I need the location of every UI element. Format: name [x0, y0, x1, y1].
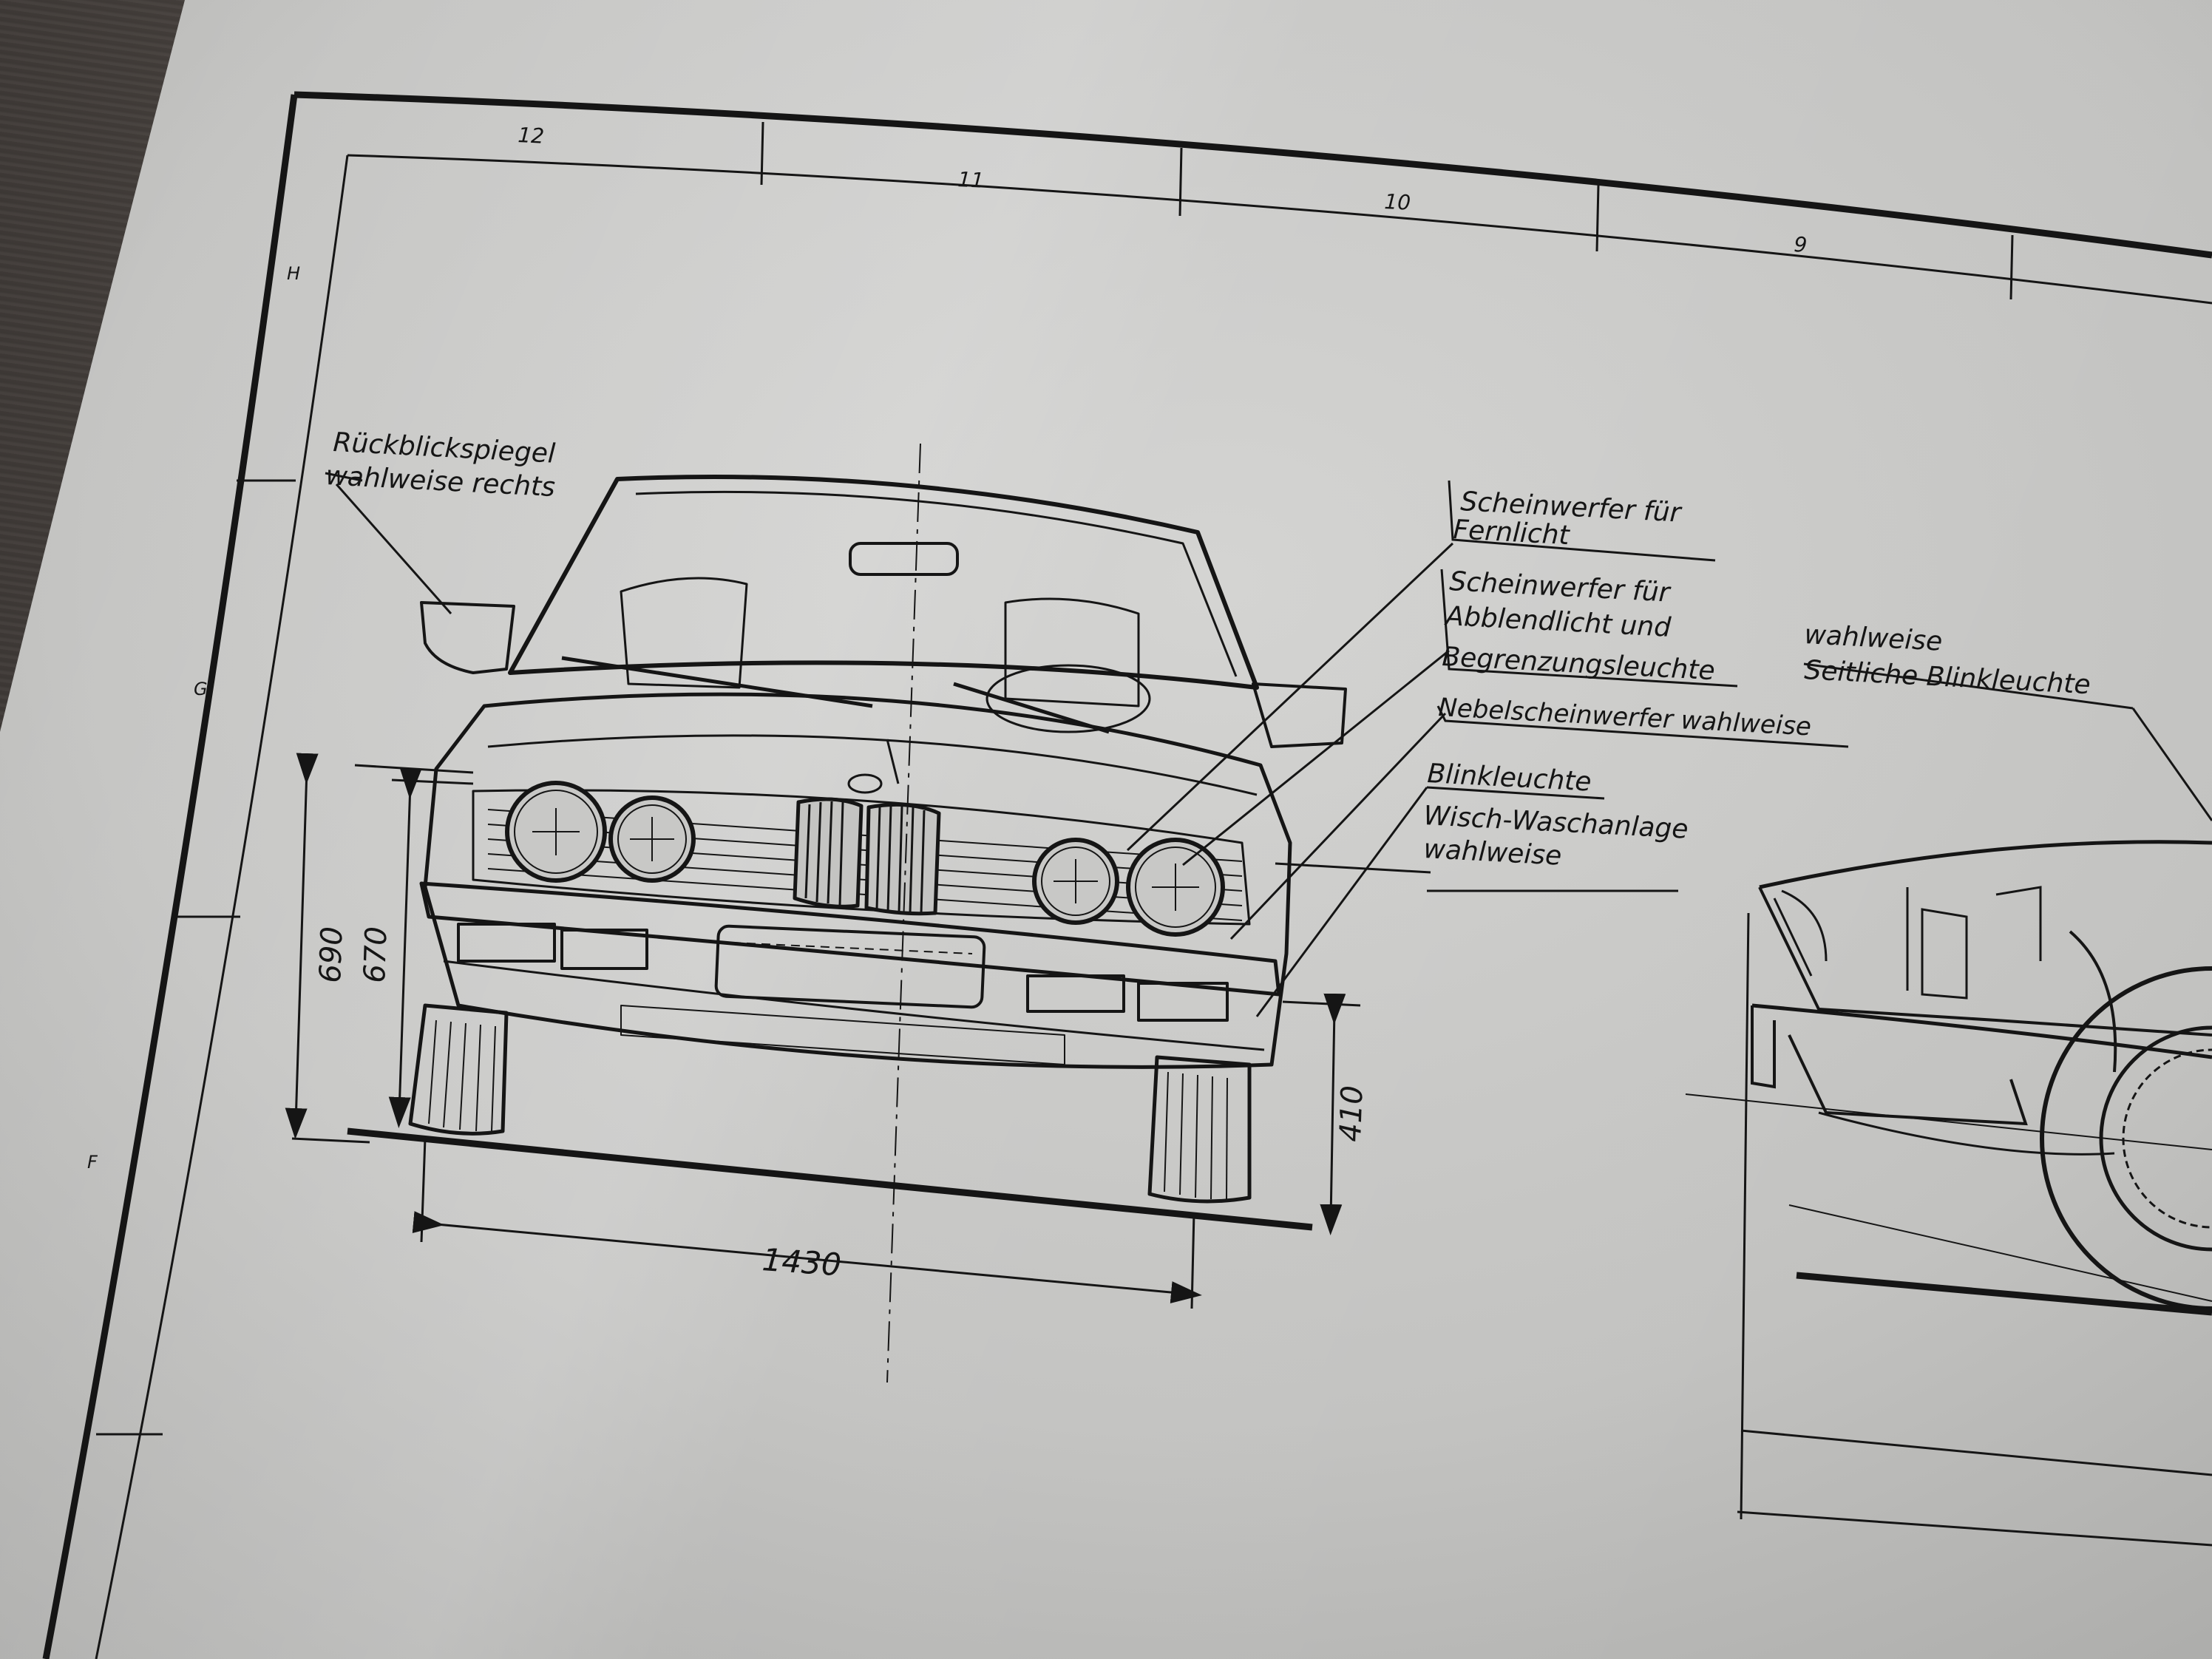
ground-line-side	[1796, 1272, 2212, 1316]
dimension-lines	[285, 753, 1361, 1309]
zone-number-9: 9	[1794, 232, 1808, 257]
kidney-grille-right	[864, 802, 941, 916]
interior-mirror	[849, 542, 959, 576]
outer-frame-left	[42, 94, 298, 1659]
zone-number-11: 11	[957, 167, 985, 193]
zone-ticks-top	[760, 121, 2014, 300]
outer-frame	[294, 91, 2212, 259]
emblem	[847, 773, 883, 794]
zone-ticks-left	[96, 479, 296, 1436]
label-wiper-line2: wahlweise	[1423, 834, 1563, 872]
dimension-width: 1430	[761, 1241, 842, 1283]
fog-lamp-left	[457, 923, 556, 963]
car-partial-view	[1685, 840, 2212, 1547]
dimension-bumper-height: 410	[1334, 1085, 1370, 1142]
car-front-view	[347, 443, 1347, 1383]
label-side-line1: wahlweise	[1804, 620, 1944, 657]
dimension-height-outer: 690	[313, 926, 350, 983]
left-side-mirror	[420, 601, 515, 674]
zone-letter-h: H	[287, 263, 300, 284]
tire-right	[1147, 1055, 1252, 1204]
zone-number-12: 12	[518, 123, 545, 149]
dimension-height-inner: 670	[358, 926, 394, 983]
leader-lines	[325, 472, 2212, 1017]
license-plate	[714, 924, 986, 1009]
label-highbeam-line2: Fernlicht	[1453, 515, 1572, 551]
zone-number-10: 10	[1384, 189, 1411, 215]
front-bumper	[419, 881, 1281, 997]
wheel-side-view	[2040, 966, 2212, 1311]
inner-frame-top	[347, 154, 2212, 305]
zone-letter-g: G	[194, 679, 208, 699]
fog-lamp-right	[1026, 974, 1125, 1013]
kidney-grille-left	[793, 797, 864, 909]
zone-letter-f: F	[87, 1152, 98, 1173]
right-side-mirror	[1252, 682, 1347, 748]
